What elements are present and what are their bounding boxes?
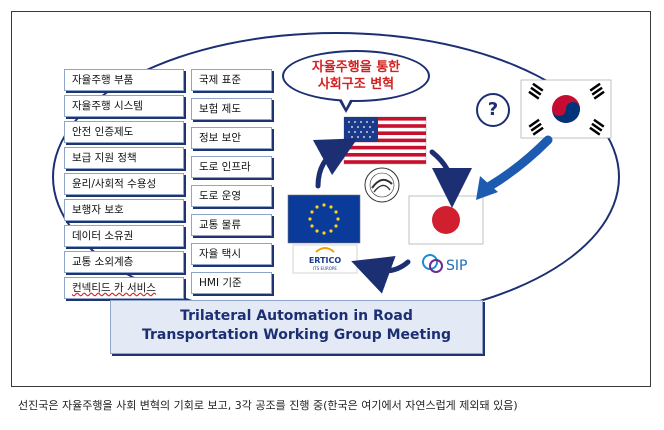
usa-flag (343, 116, 427, 165)
topic-item: 국제 표준 (191, 69, 272, 91)
korea-arrow (476, 135, 553, 200)
topic-item: 정보 보안 (191, 127, 272, 149)
topic-item: 자율주행 부품 (64, 69, 184, 91)
ertico-text: ERTICO (309, 256, 342, 265)
topic-item: 자율주행 시스템 (64, 95, 184, 117)
sip-logo: SIP (422, 254, 467, 274)
arrow-japan-to-eu (351, 256, 411, 294)
topic-item: 자율 택시 (191, 243, 272, 265)
arrow-eu-to-usa (312, 138, 358, 189)
us-dot-seal-icon (364, 167, 400, 203)
ertico-subtext: ITS EUROPE (313, 266, 337, 271)
japan-flag (408, 195, 484, 245)
topic-item: 교통 소외계층 (64, 251, 184, 273)
topic-item: 도로 운영 (191, 185, 272, 207)
transformation-bubble: 자율주행을 통한 사회구조 변혁 (282, 50, 430, 102)
question-mark-icon: ? (476, 93, 510, 127)
eu-flag (287, 194, 361, 244)
topic-item: 윤리/사회적 수용성 (64, 173, 184, 195)
meeting-title-line-2: Transportation Working Group Meeting (141, 327, 451, 343)
meeting-title-line-1: Trilateral Automation in Road (180, 308, 413, 324)
topic-item: HMI 기준 (191, 272, 272, 294)
topic-item: 데이터 소유권 (64, 225, 184, 247)
topic-item: 도로 인프라 (191, 156, 272, 178)
bubble-line-2: 사회구조 변혁 (317, 77, 395, 92)
topic-item: 교통 물류 (191, 214, 272, 236)
topic-item: 보급 지원 정책 (64, 147, 184, 169)
topic-item: 컨넥티드 카 서비스 (64, 277, 184, 299)
topic-item: 보행자 보호 (64, 199, 184, 221)
korea-flag (520, 79, 612, 139)
bubble-tail-inner (341, 98, 351, 108)
sip-text: SIP (446, 258, 467, 274)
meeting-title-box: Trilateral Automation in Road Transporta… (110, 300, 483, 354)
topic-item: 보험 제도 (191, 98, 272, 120)
figure-caption: 선진국은 자율주행을 사회 변혁의 기회로 보고, 3각 공조를 진행 중(한국… (18, 399, 518, 412)
cycle-arrows (312, 138, 472, 294)
topic-item: 안전 인증제도 (64, 121, 184, 143)
bubble-line-1: 자율주행을 통한 (311, 60, 401, 75)
arrow-usa-to-japan (429, 149, 472, 208)
ertico-logo: ERTICO ITS EUROPE (292, 244, 358, 274)
